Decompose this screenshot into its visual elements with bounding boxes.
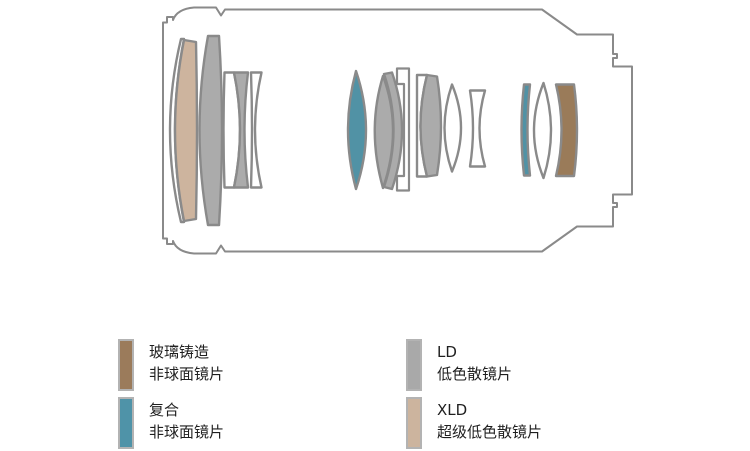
legend-item-ld: LD 低色散镜片 [406,339,512,391]
element-3-ld [198,34,224,227]
legend-label-line2: 非球面镜片 [149,365,225,383]
element-7-hybrid-aspherical [346,69,368,191]
hybrid-aspherical-swatch [118,397,134,449]
xld-swatch [406,397,422,449]
element-15 [532,81,553,180]
legend-item-xld: XLD 超级低色散镜片 [406,397,542,449]
legend-item-glass-molded-aspherical: 玻璃铸造 非球面镜片 [118,339,224,391]
glass-molded-aspherical-swatch [118,339,134,391]
legend-label-line2: 非球面镜片 [149,423,225,441]
element-13 [468,89,487,168]
element-12 [443,83,463,173]
element-6 [249,71,263,189]
legend-label-line1: 玻璃铸造 [149,343,210,361]
legend-label: 玻璃铸造 非球面镜片 [149,339,224,385]
legend-label-line1: XLD [437,401,468,419]
ld-swatch [406,339,422,391]
legend-label: 复合 非球面镜片 [149,397,224,443]
element-2-xld [173,38,199,223]
element-5-ld [232,71,250,189]
element-14-hybrid-aspherical [520,83,532,177]
legend-label-line2: 低色散镜片 [437,365,513,383]
element-16-glass-molded-aspherical [554,83,579,178]
legend-label-line1: 复合 [149,401,180,419]
legend-label: LD 低色散镜片 [437,339,512,385]
lens-barrel-outline [162,6,633,255]
legend-label-line1: LD [437,343,457,361]
legend-label-line2: 超级低色散镜片 [437,423,543,441]
legend-label: XLD 超级低色散镜片 [437,397,542,443]
element-9-ld [382,71,404,191]
legend-item-hybrid-aspherical: 复合 非球面镜片 [118,397,224,449]
element-11-ld [419,73,443,178]
